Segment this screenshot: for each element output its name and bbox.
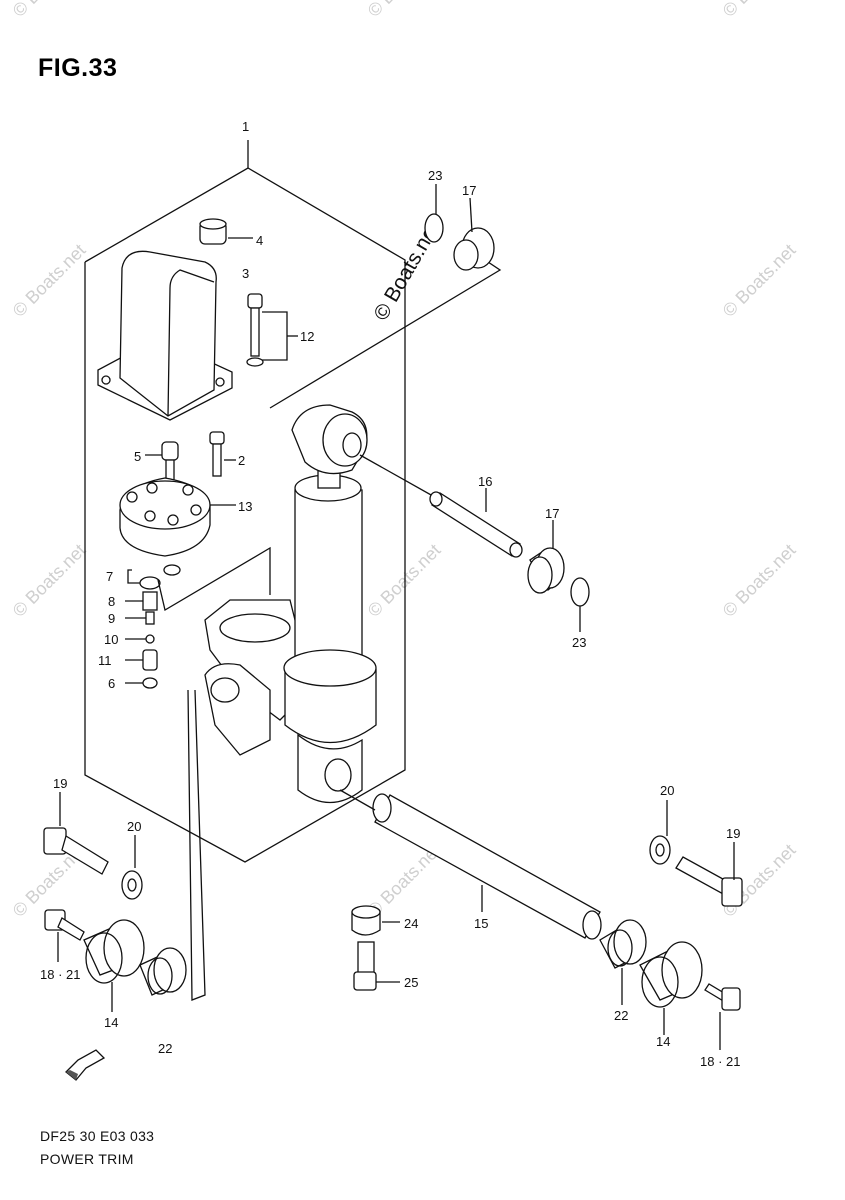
callout-15: 15 bbox=[474, 916, 488, 931]
nut-24 bbox=[351, 905, 400, 936]
callout-18-21-right: 18 · 21 bbox=[700, 1054, 740, 1069]
watermark: © Boats.net bbox=[364, 540, 445, 621]
callout-5: 5 bbox=[134, 449, 141, 464]
callout-18-21-left: 18 · 21 bbox=[40, 967, 80, 982]
fill-plug bbox=[199, 218, 253, 245]
watermark-layer: © Boats.net © Boats.net © Boats.net © Bo… bbox=[9, 0, 800, 921]
bolt-18-right bbox=[704, 983, 741, 1050]
pin-16 bbox=[429, 488, 523, 558]
callout-22-left: 22 bbox=[158, 1041, 172, 1056]
callout-3: 3 bbox=[242, 266, 249, 281]
trim-cylinder bbox=[283, 459, 377, 803]
valve-5 bbox=[145, 441, 179, 483]
callout-19-right: 19 bbox=[726, 826, 740, 841]
callout-labels: 1 2 3 4 5 6 7 8 9 10 11 12 13 14 14 15 1… bbox=[40, 119, 740, 1069]
callout-19-left: 19 bbox=[53, 776, 67, 791]
callout-12: 12 bbox=[300, 329, 314, 344]
bushing-22-right bbox=[599, 919, 647, 1005]
callout-23-upper: 23 bbox=[428, 168, 442, 183]
bushing-22-left bbox=[139, 689, 206, 1001]
watermark: © Boats.net bbox=[9, 0, 90, 21]
collar-14-left bbox=[83, 919, 145, 1012]
callout-10: 11 bbox=[98, 653, 112, 668]
callout-4: 4 bbox=[256, 233, 263, 248]
callout-17-lower: 17 bbox=[545, 506, 559, 521]
washer-20-right bbox=[649, 800, 671, 865]
callout-2: 2 bbox=[238, 453, 245, 468]
watermark: © Boats.net bbox=[364, 0, 445, 21]
fwd-arrow-icon bbox=[65, 1049, 106, 1081]
bushing-17-upper bbox=[453, 197, 495, 271]
callout-13: 13 bbox=[238, 499, 252, 514]
bolt-18-left bbox=[44, 909, 85, 962]
callout-14-right: 14 bbox=[656, 1034, 670, 1049]
collar-14-right bbox=[639, 941, 703, 1035]
watermark: © Boats.net bbox=[719, 0, 800, 21]
reservoir-cap bbox=[97, 250, 233, 421]
callout-24: 24 bbox=[404, 916, 418, 931]
callout-20-right: 20 bbox=[660, 783, 674, 798]
callout-22-right: 22 bbox=[614, 1008, 628, 1023]
callout-16: 16 bbox=[478, 474, 492, 489]
watermark: © Boats.net bbox=[719, 240, 800, 321]
bushing-17-lower bbox=[527, 520, 565, 594]
callout-6: 6 bbox=[108, 676, 115, 691]
tilt-shaft-15 bbox=[339, 789, 602, 940]
callout-8: 8 bbox=[108, 594, 115, 609]
snap-ring-23-lower bbox=[570, 577, 590, 632]
callout-9: 9 bbox=[108, 611, 115, 626]
diagram-name: POWER TRIM bbox=[40, 1151, 134, 1167]
bolt-19-left bbox=[43, 792, 109, 875]
callout-7: 7 bbox=[106, 569, 113, 584]
bolt-25 bbox=[353, 941, 400, 991]
watermark: © Boats.net bbox=[9, 540, 90, 621]
upper-eye bbox=[269, 249, 502, 501]
diagram-code: DF25 30 E03 033 bbox=[40, 1128, 155, 1144]
snap-ring-23-upper bbox=[424, 184, 444, 243]
callout-20-left: 20 bbox=[127, 819, 141, 834]
callout-14-left: 14 bbox=[104, 1015, 118, 1030]
callout-11: 10 bbox=[104, 632, 118, 647]
pump-block-13 bbox=[119, 477, 236, 557]
bolt-19-right bbox=[675, 842, 743, 907]
figure-title: FIG.33 bbox=[38, 54, 118, 82]
watermark: © Boats.net bbox=[719, 540, 800, 621]
lower-bracket bbox=[204, 599, 301, 756]
washer-20-left bbox=[121, 835, 143, 900]
screw-2 bbox=[209, 431, 236, 477]
callout-25: 25 bbox=[404, 975, 418, 990]
callout-17-upper: 17 bbox=[462, 183, 476, 198]
callout-23-lower: 23 bbox=[572, 635, 586, 650]
watermark: © Boats.net bbox=[9, 240, 90, 321]
small-parts-column bbox=[125, 546, 271, 689]
callout-1: 1 bbox=[242, 119, 249, 134]
bolt-12 bbox=[246, 293, 298, 367]
assembly-outline bbox=[84, 140, 406, 863]
